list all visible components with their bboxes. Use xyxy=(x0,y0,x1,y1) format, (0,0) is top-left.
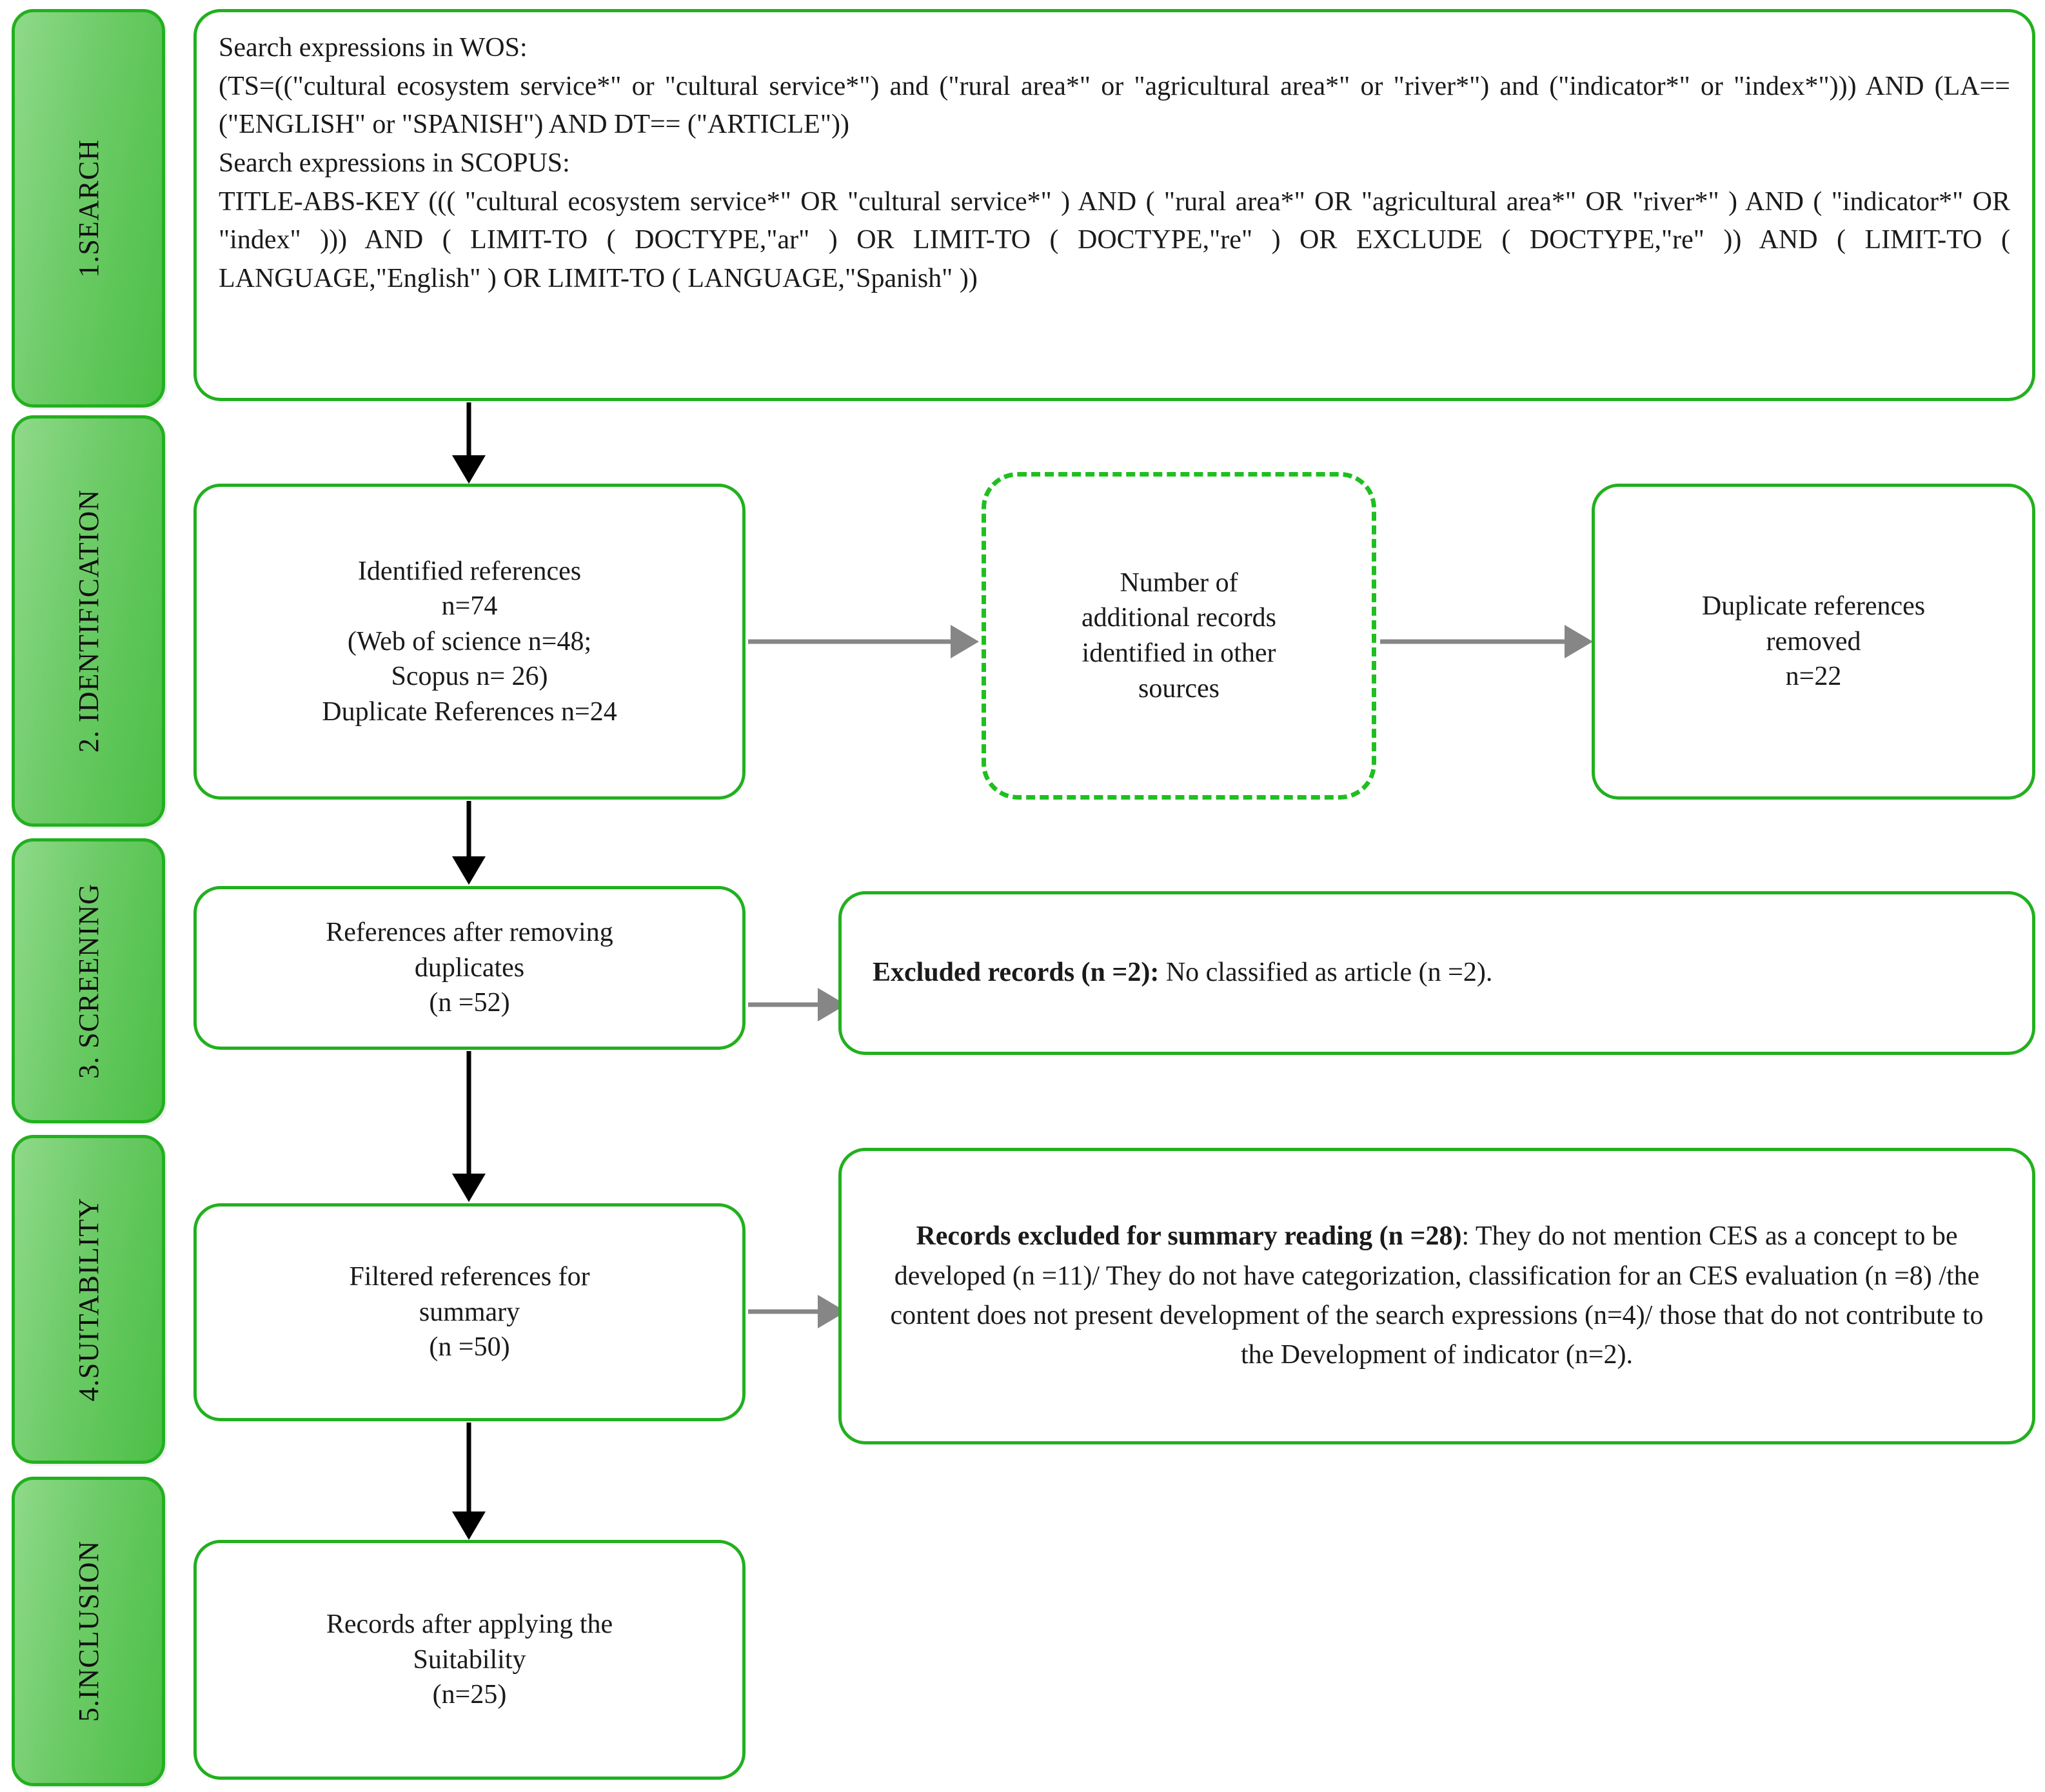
arrow-head xyxy=(452,455,486,484)
stage-chip-suitability: 4.SUITABILITY xyxy=(12,1135,165,1464)
arrow-shaft xyxy=(466,1051,471,1177)
after-duplicates-line-3: (n =52) xyxy=(429,988,510,1018)
final-records-box: Records after applying the Suitability (… xyxy=(193,1540,746,1780)
excluded-screening-content: Excluded records (n =2): No classified a… xyxy=(873,954,2001,992)
after-duplicates-line-2: duplicates xyxy=(414,952,525,983)
identified-references-line-5: Duplicate References n=24 xyxy=(322,696,617,727)
additional-records-line-2: additional records xyxy=(1081,603,1277,633)
stage-chip-identification: 2. IDENTIFICATION xyxy=(12,415,165,827)
arrow-head xyxy=(452,856,486,885)
final-records-line-1: Records after applying the xyxy=(326,1610,613,1640)
additional-records-content: Number of additional records identified … xyxy=(1005,566,1352,706)
final-records-content: Records after applying the Suitability (… xyxy=(216,1607,723,1713)
stage-chip-search-label: 1.SEARCH xyxy=(72,139,104,278)
scopus-query: TITLE-ABS-KEY ((( "cultural ecosystem se… xyxy=(219,186,2010,293)
arrow-shaft xyxy=(748,639,952,644)
arrow-shaft xyxy=(748,1002,820,1007)
excluded-screening-box: Excluded records (n =2): No classified a… xyxy=(838,891,2035,1055)
filtered-summary-line-3: (n =50) xyxy=(429,1332,510,1363)
excluded-summary-text: Records excluded for summary reading (n … xyxy=(873,1217,2001,1375)
identified-references-box: Identified references n=74 (Web of scien… xyxy=(193,484,746,800)
filtered-summary-box: Filtered references for summary (n =50) xyxy=(193,1203,746,1421)
wos-query: (TS=(("cultural ecosystem service*" or "… xyxy=(219,71,2010,140)
arrow-shaft xyxy=(466,1423,471,1514)
filtered-summary-line-2: summary xyxy=(419,1297,520,1327)
arrow-head xyxy=(452,1174,486,1202)
arrow-head xyxy=(1565,625,1593,658)
excluded-summary-box: Records excluded for summary reading (n … xyxy=(838,1148,2035,1444)
stage-chip-screening-label: 3. SCREENING xyxy=(72,883,104,1079)
additional-records-box: Number of additional records identified … xyxy=(982,472,1376,800)
excluded-screening-rest: No classified as article (n =2). xyxy=(1159,958,1493,988)
identified-references-line-1: Identified references xyxy=(357,556,582,586)
arrow-shaft xyxy=(748,1309,820,1314)
duplicates-removed-line-3: n=22 xyxy=(1785,662,1842,692)
excluded-screening-text: Excluded records (n =2): No classified a… xyxy=(873,954,2001,992)
excluded-screening-bold: Excluded records (n =2): xyxy=(873,958,1160,988)
stage-chip-inclusion-label: 5.INCLUSION xyxy=(72,1541,104,1722)
arrow-head xyxy=(452,1511,486,1540)
additional-records-line-3: identified in other xyxy=(1082,638,1276,668)
excluded-summary-content: Records excluded for summary reading (n … xyxy=(873,1217,2001,1375)
duplicates-removed-box: Duplicate references removed n=22 xyxy=(1592,484,2035,800)
after-duplicates-line-1: References after removing xyxy=(326,918,613,948)
stage-chip-inclusion: 5.INCLUSION xyxy=(12,1477,165,1786)
after-duplicates-box: References after removing duplicates (n … xyxy=(193,886,746,1050)
filtered-summary-line-1: Filtered references for xyxy=(349,1262,590,1292)
stage-chip-search: 1.SEARCH xyxy=(12,9,165,408)
duplicates-removed-content: Duplicate references removed n=22 xyxy=(1614,589,2013,694)
duplicates-removed-line-2: removed xyxy=(1766,626,1861,656)
identified-references-line-3: (Web of science n=48; xyxy=(347,626,592,656)
duplicates-removed-line-1: Duplicate references xyxy=(1701,591,1926,622)
filtered-summary-content: Filtered references for summary (n =50) xyxy=(216,1259,723,1365)
stage-chip-screening: 3. SCREENING xyxy=(12,838,165,1123)
search-expressions-content: Search expressions in WOS: (TS=(("cultur… xyxy=(219,29,2010,298)
final-records-line-2: Suitability xyxy=(413,1644,526,1675)
identified-references-line-2: n=74 xyxy=(441,591,498,622)
search-expressions-box: Search expressions in WOS: (TS=(("cultur… xyxy=(193,9,2035,401)
stage-chip-suitability-label: 4.SUITABILITY xyxy=(72,1197,104,1402)
additional-records-line-4: sources xyxy=(1138,673,1220,704)
final-records-line-3: (n=25) xyxy=(432,1680,507,1710)
additional-records-line-1: Number of xyxy=(1120,567,1238,598)
scopus-heading: Search expressions in SCOPUS: xyxy=(219,148,570,178)
excluded-summary-bold: Records excluded for summary reading (n … xyxy=(916,1221,1462,1252)
identified-references-content: Identified references n=74 (Web of scien… xyxy=(216,554,723,730)
after-duplicates-content: References after removing duplicates (n … xyxy=(216,915,723,1021)
arrow-head xyxy=(951,625,979,658)
stage-chip-identification-label: 2. IDENTIFICATION xyxy=(72,489,104,753)
wos-heading: Search expressions in WOS: xyxy=(219,33,528,63)
arrow-shaft xyxy=(466,402,471,458)
excluded-summary-rest: : They do not mention CES as a concept t… xyxy=(890,1221,1984,1370)
identified-references-line-4: Scopus n= 26) xyxy=(391,662,548,692)
arrow-shaft xyxy=(1380,639,1567,644)
arrow-shaft xyxy=(466,801,471,860)
